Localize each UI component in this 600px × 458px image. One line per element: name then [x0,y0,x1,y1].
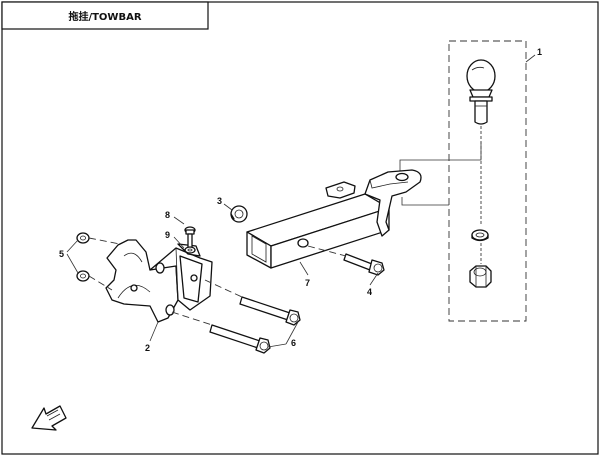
callout-5: 5 [59,239,79,274]
callout-6: 6 [267,321,299,348]
svg-text:1: 1 [537,47,542,57]
callout-3: 3 [217,196,233,211]
callout-4: 4 [367,272,379,297]
long-bolt-lower[interactable] [209,324,271,354]
svg-text:2: 2 [145,343,150,353]
long-bolt-upper[interactable] [239,296,301,326]
svg-text:9: 9 [165,230,170,240]
callout-2: 2 [145,321,159,353]
callout-7: 7 [299,261,310,288]
title-box [1,1,209,30]
front-arrow-icon [31,405,67,431]
small-washer[interactable] [184,246,196,254]
bracket-washer-lower[interactable] [76,270,90,282]
callout-1: 1 [525,47,542,63]
callout-8: 8 [165,210,185,225]
tow-ball[interactable] [466,59,496,125]
ball-nut[interactable] [469,265,492,288]
svg-text:3: 3 [217,196,222,206]
bracket-washer-upper[interactable] [76,232,90,244]
callout-9: 9 [165,230,185,249]
spacer-ring[interactable] [230,205,248,223]
diagram-title: 拖挂/TOWBAR [68,10,141,23]
svg-text:5: 5 [59,249,64,259]
part-1-group [448,40,527,322]
hitch-bracket[interactable] [105,239,213,323]
svg-text:4: 4 [367,287,372,297]
svg-text:7: 7 [305,278,310,288]
part-1-dashed-box [448,40,527,322]
drawbar-bolt[interactable] [343,253,385,276]
svg-text:8: 8 [165,210,170,220]
svg-text:6: 6 [291,338,296,348]
small-bolt[interactable] [184,226,196,249]
drawbar[interactable] [246,169,422,269]
lock-washer[interactable] [471,229,489,242]
